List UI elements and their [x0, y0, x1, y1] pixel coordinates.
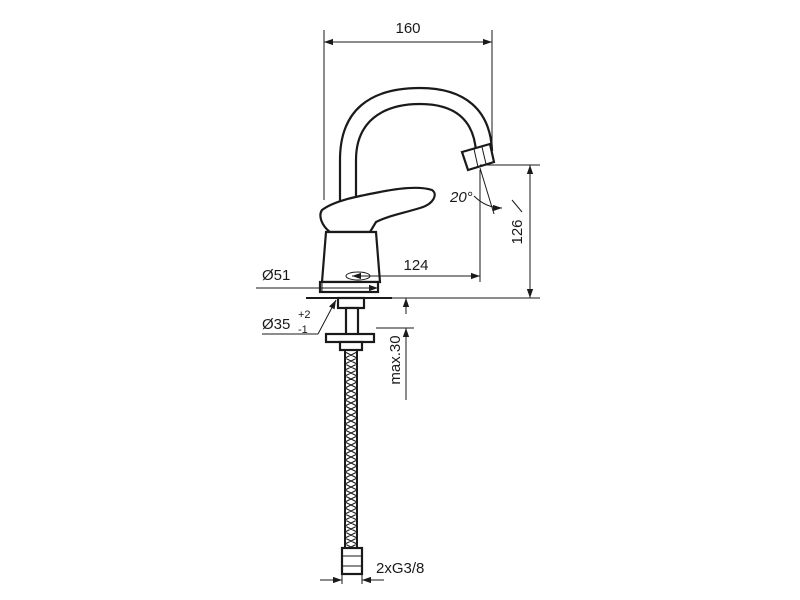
mixer-body: [320, 230, 382, 284]
label-max-30: max.30: [387, 335, 404, 384]
dimension-connection: 2xG3/8: [320, 560, 424, 584]
lever-handle: [319, 186, 436, 234]
label-160: 160: [395, 20, 420, 37]
hose-nut: [340, 546, 364, 576]
base-plate: [318, 280, 380, 294]
dimension-max-30: max.30: [370, 297, 414, 400]
dimension-diameter-35: Ø35 +2 -1: [262, 299, 337, 336]
label-diameter-51: Ø51: [262, 267, 290, 284]
label-tol-upper: +2: [298, 309, 311, 321]
dimension-height-126: 126: [380, 164, 540, 299]
dimension-angle-20: 20°: [449, 167, 523, 215]
label-20-deg: 20°: [449, 189, 473, 206]
label-tol-lower: -1: [298, 324, 308, 336]
fixing-assembly: [324, 296, 376, 352]
faucet-body: [306, 86, 496, 299]
label-diameter-35: Ø35: [262, 316, 290, 333]
dimension-reach-124: 124: [352, 170, 481, 282]
label-126: 126: [509, 219, 526, 244]
dimension-diameter-51: Ø51: [256, 267, 379, 292]
braided-hose: [340, 350, 364, 576]
dimension-width-160: 160: [323, 20, 493, 200]
label-connection: 2xG3/8: [376, 560, 424, 577]
label-124: 124: [403, 257, 428, 274]
